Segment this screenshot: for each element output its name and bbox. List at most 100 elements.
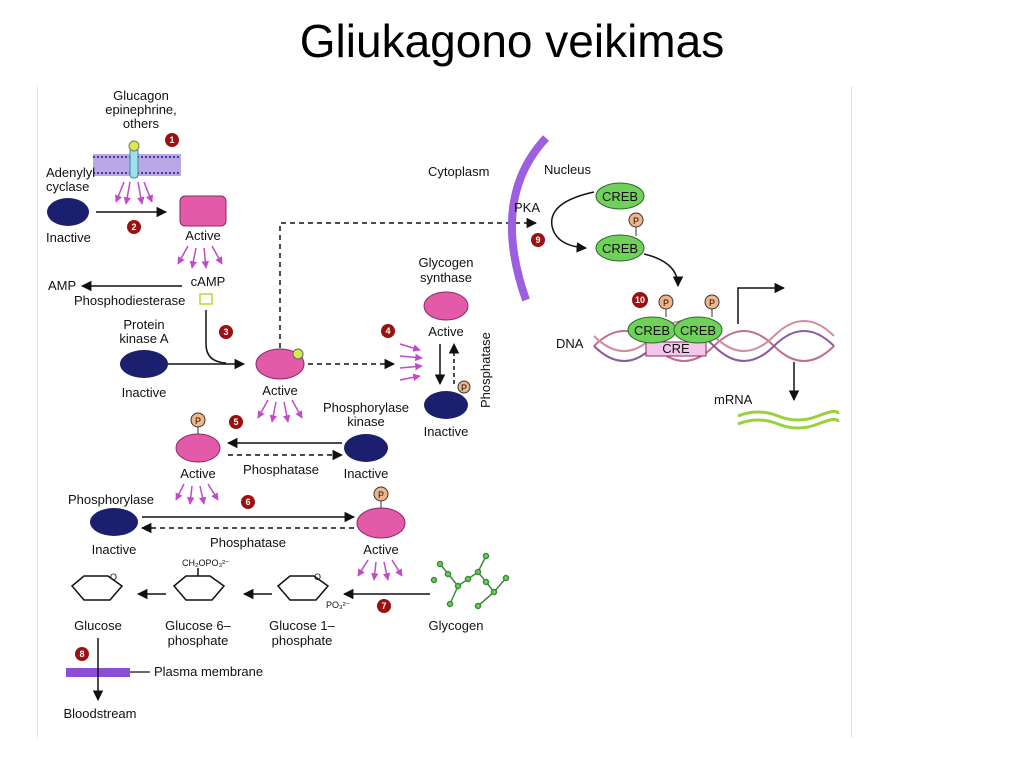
camp-production-arrows <box>177 245 223 269</box>
step-badge-1: 1 <box>165 133 179 147</box>
synthase-inhibition-arrows <box>399 343 423 382</box>
svg-text:epinephrine,: epinephrine, <box>105 102 177 117</box>
cell-membrane-receptor <box>93 140 181 179</box>
phosphorylase-kinase-label: Phosphorylase kinase <box>323 400 409 429</box>
kinase-output-arrows <box>175 483 219 505</box>
transcription-start-arrow <box>737 282 786 324</box>
svg-text:kinase A: kinase A <box>119 331 168 346</box>
mrna-strand <box>737 409 840 430</box>
svg-text:CREB: CREB <box>602 241 638 256</box>
step-badge-5: 5 <box>229 415 243 429</box>
slide-title: Gliukagono veikimas <box>299 15 725 67</box>
step-badge-4: 4 <box>381 324 395 338</box>
glucose-1-phosphate-ring <box>276 575 330 601</box>
synthase-phosphate-icon <box>457 380 471 394</box>
step-badge-10: 10 <box>632 292 648 308</box>
phosphorylase-active-label: Active <box>363 542 398 557</box>
step-badges: 1 2 3 4 5 6 7 8 9 10 <box>75 133 648 661</box>
svg-text:4: 4 <box>385 326 390 336</box>
pka-nuclear-label: PKA <box>514 200 540 215</box>
step-badge-3: 3 <box>219 325 233 339</box>
phosphorylase-kinase-active-enzyme <box>175 433 221 463</box>
svg-text:CREB: CREB <box>634 323 670 338</box>
glycogen-synthase-inactive-label: Inactive <box>424 424 469 439</box>
pka-inactive-enzyme <box>120 350 168 378</box>
svg-text:Glucose 6–: Glucose 6– <box>165 618 232 633</box>
glycogen-synthase-active-enzyme <box>423 291 469 321</box>
svg-text:Protein: Protein <box>123 317 164 332</box>
svg-text:P: P <box>461 383 467 393</box>
protein-kinase-a-label: Protein kinase A <box>119 317 168 346</box>
cytoplasm-label: Cytoplasm <box>428 164 489 179</box>
svg-text:Adenylyl: Adenylyl <box>46 165 95 180</box>
svg-text:3: 3 <box>223 327 228 337</box>
adenylyl-cyclase-active-label: Active <box>185 228 220 243</box>
svg-text:CREB: CREB <box>680 323 716 338</box>
kinase-phosphatase-label: Phosphatase <box>243 462 319 477</box>
nucleus-label: Nucleus <box>544 162 591 177</box>
pka-to-nucleus-arrow <box>279 217 538 348</box>
camp-binding-arrow <box>205 310 227 364</box>
plasma-membrane-label: Plasma membrane <box>154 664 263 679</box>
creb-binding-arrow <box>643 253 684 288</box>
glycogen-synthase-label: Glycogen synthase <box>419 255 474 285</box>
bloodstream-label: Bloodstream <box>64 706 137 721</box>
glucose-6-phosphate-ring <box>172 568 226 601</box>
phosphorylase-phosphatase-label: Phosphatase <box>210 535 286 550</box>
svg-text:P: P <box>633 216 639 226</box>
svg-text:CRE: CRE <box>662 341 690 356</box>
step-badge-2: 2 <box>127 220 141 234</box>
svg-text:phosphate: phosphate <box>168 633 229 648</box>
creb-unphosphorylated <box>595 182 645 210</box>
svg-text:9: 9 <box>535 235 540 245</box>
svg-text:O: O <box>110 572 117 582</box>
camp-small-icon <box>199 293 213 305</box>
svg-text:phosphate: phosphate <box>272 633 333 648</box>
creb-bound-right <box>673 316 723 344</box>
svg-text:2: 2 <box>131 222 136 232</box>
svg-text:P: P <box>663 298 669 308</box>
adenylyl-cyclase-inactive-enzyme <box>47 198 89 226</box>
svg-text:O: O <box>314 572 321 582</box>
dna-label: DNA <box>556 336 584 351</box>
phosphodiesterase-label: Phosphodiesterase <box>74 293 185 308</box>
step-badge-7: 7 <box>377 599 391 613</box>
cre-element <box>645 341 707 357</box>
step-badge-6: 6 <box>241 495 255 509</box>
phosphorylase-label: Phosphorylase <box>68 492 154 507</box>
phosphorylase-kinase-active-label: Active <box>180 466 215 481</box>
phosphorylase-active-enzyme <box>356 507 406 539</box>
phosphorylase-inactive-label: Inactive <box>92 542 137 557</box>
glucose-label: Glucose <box>74 618 122 633</box>
po3-label: PO₃²⁻ <box>326 600 351 610</box>
mrna-label: mRNA <box>714 392 753 407</box>
step-badge-8: 8 <box>75 647 89 661</box>
svg-text:Phosphorylase: Phosphorylase <box>323 400 409 415</box>
svg-text:P: P <box>378 490 384 500</box>
phosphorylase-kinase-inactive-enzyme <box>344 434 388 462</box>
glycogen-synthase-inactive-enzyme <box>424 391 468 419</box>
amp-label: AMP <box>48 278 76 293</box>
glucose-1-phosphate-label: Glucose 1– phosphate <box>269 618 336 648</box>
svg-text:Glucagon: Glucagon <box>113 88 169 103</box>
svg-text:Glycogen: Glycogen <box>419 255 474 270</box>
glucose-6-phosphate-label: Glucose 6– phosphate <box>165 618 232 648</box>
phosphorylase-kinase-inactive-label: Inactive <box>344 466 389 481</box>
svg-text:others: others <box>123 116 160 131</box>
adenylyl-cyclase-active-enzyme <box>179 195 227 227</box>
svg-text:P: P <box>709 298 715 308</box>
svg-text:6: 6 <box>245 497 250 507</box>
phosphorylase-inactive-enzyme <box>90 508 138 536</box>
svg-text:7: 7 <box>381 601 386 611</box>
camp-label: cAMP <box>191 274 226 289</box>
svg-text:kinase: kinase <box>347 414 385 429</box>
creb-phosphorylated <box>595 234 645 262</box>
adenylyl-cyclase-label: Adenylyl cyclase <box>46 165 95 194</box>
svg-text:cyclase: cyclase <box>46 179 89 194</box>
camp-bound-icon <box>292 348 304 360</box>
diagram-panel: Glucagon epinephrine, others Adenylyl cy… <box>37 86 852 738</box>
glycogen-synthase-active-label: Active <box>428 324 463 339</box>
svg-text:synthase: synthase <box>420 270 472 285</box>
glucagon-pathway-diagram: Glucagon epinephrine, others Adenylyl cy… <box>46 88 840 721</box>
pka-output-arrows <box>257 399 303 423</box>
